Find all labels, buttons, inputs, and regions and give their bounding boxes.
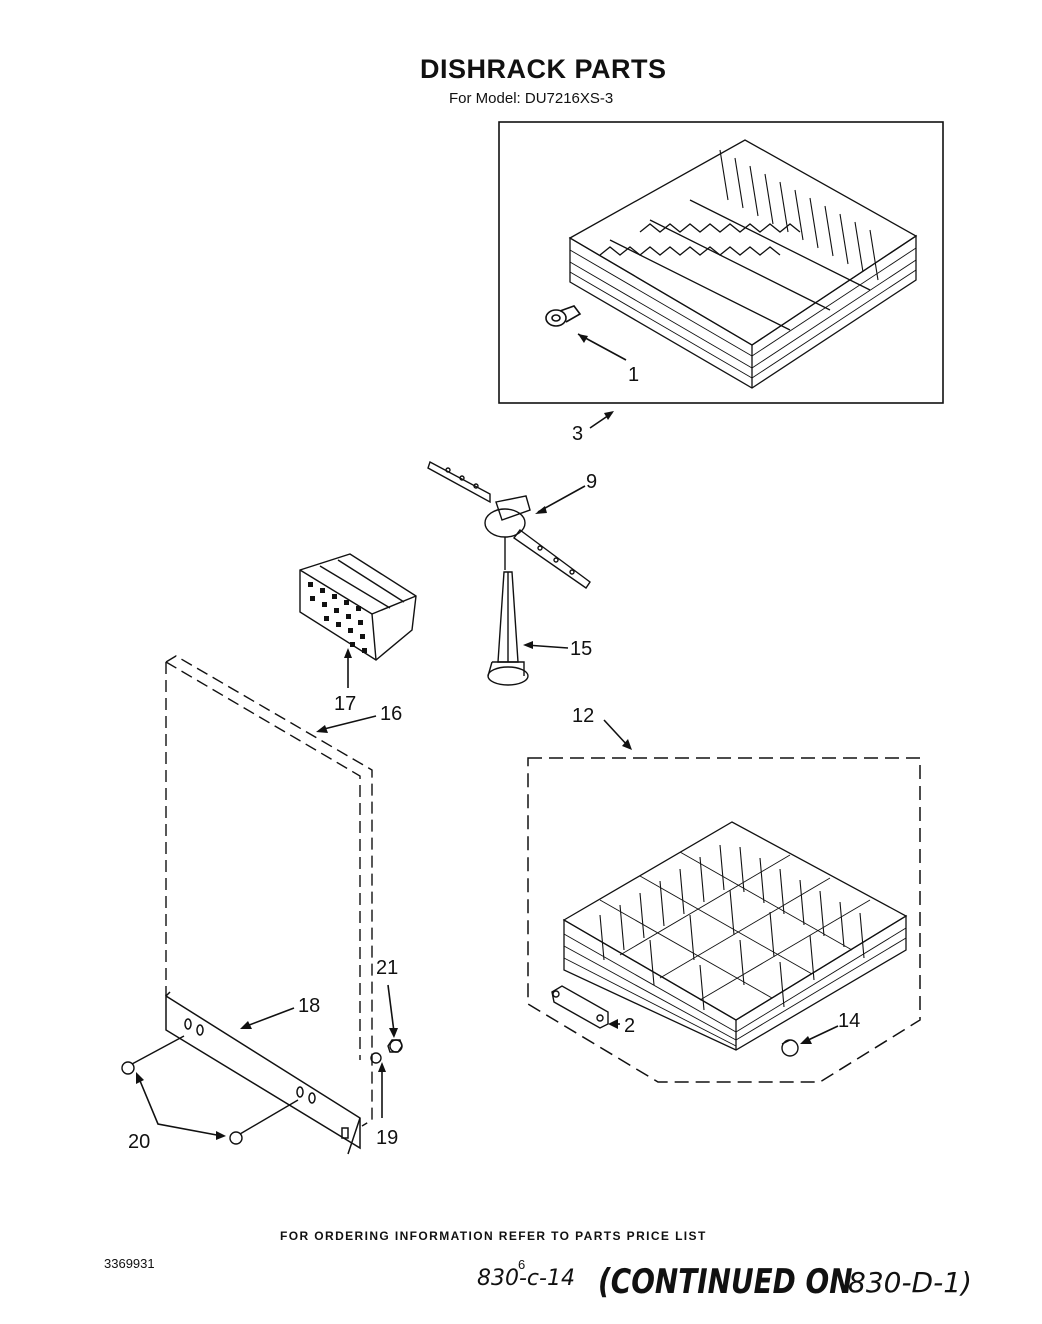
upper-rack-frame [498, 121, 944, 404]
callout-21: 21 [376, 957, 398, 979]
callout-20: 20 [128, 1131, 150, 1153]
spray-tube [487, 571, 529, 686]
arrowhead-21 [389, 1028, 398, 1038]
arrowhead-20b [216, 1131, 226, 1140]
callout-14: 14 [838, 1010, 860, 1032]
nut-and-washer [370, 1039, 403, 1064]
callout-18: 18 [298, 995, 320, 1017]
arrowhead-17 [344, 648, 352, 658]
callout-leader-16 [319, 715, 377, 731]
document-number: 3369931 [104, 1256, 155, 1271]
callout-19: 19 [376, 1127, 398, 1149]
callout-15: 15 [570, 638, 592, 660]
callout-leader-21 [387, 984, 395, 1033]
arrowhead-12 [622, 739, 632, 750]
lower-rack-frame [527, 757, 921, 1083]
arrowhead-20a [136, 1072, 144, 1084]
callout-12: 12 [572, 705, 594, 727]
callout-leader-20 [137, 1075, 223, 1137]
arrowhead-19 [378, 1062, 386, 1072]
rack-bracket [551, 985, 609, 1029]
trim-panel [165, 991, 361, 1155]
door-panel [165, 655, 373, 1127]
arrowhead-14 [800, 1036, 812, 1044]
rack-roller [545, 305, 582, 327]
screws [121, 1035, 299, 1145]
callout-16: 16 [380, 703, 402, 725]
continued-label: (CONTINUED ON [598, 1262, 853, 1302]
callout-3: 3 [572, 423, 583, 445]
ordering-info: FOR ORDERING INFORMATION REFER TO PARTS … [280, 1229, 707, 1243]
arrowhead-15 [523, 641, 533, 649]
handwritten-note: 830-c-14 [477, 1266, 575, 1291]
spray-arm [427, 460, 591, 589]
callout-17: 17 [334, 693, 356, 715]
page-number: 6 [518, 1257, 526, 1272]
callout-2: 2 [624, 1015, 635, 1037]
arrowhead-3 [604, 411, 614, 420]
arrowhead-16 [316, 725, 328, 733]
arrowhead-18 [240, 1021, 252, 1029]
rack-stop [781, 1039, 799, 1057]
callout-leader-12 [603, 719, 629, 747]
arrowhead-1 [578, 334, 588, 343]
arrowhead-9 [535, 506, 547, 514]
upper-rack [568, 139, 918, 389]
lower-rack [562, 821, 908, 1051]
callout-leader-9 [537, 485, 586, 513]
silverware-basket [299, 553, 417, 661]
model-number: For Model: DU7216XS-3 [449, 90, 614, 107]
page-title: DISHRACK PARTS [420, 54, 667, 84]
callout-1: 1 [628, 364, 639, 386]
continued-reference: 830-D-1) [848, 1266, 972, 1299]
callout-9: 9 [586, 471, 597, 493]
arrowhead-2 [608, 1019, 618, 1029]
callout-leader-18 [243, 1007, 295, 1028]
